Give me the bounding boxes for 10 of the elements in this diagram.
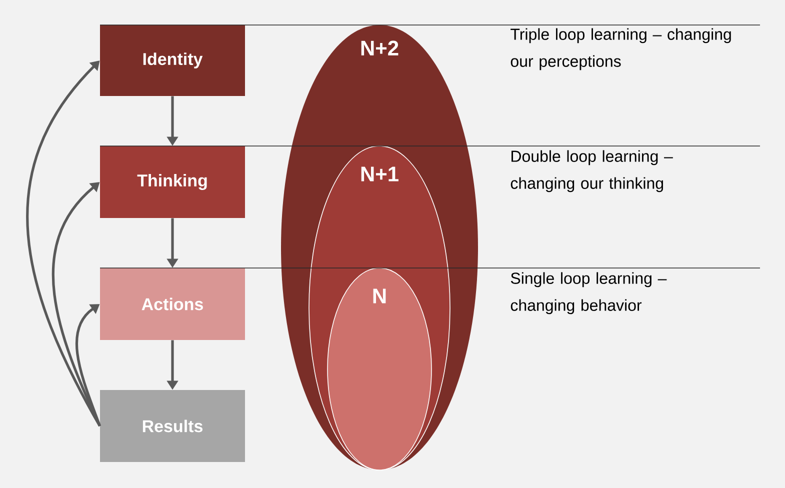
arrow: [52, 182, 101, 427]
process-box: Thinking: [100, 146, 245, 218]
process-box: Results: [100, 390, 245, 462]
note-text: Single loop learning – changing behavior: [510, 272, 667, 314]
process-box: Identity: [100, 25, 245, 96]
note-text: Triple loop learning – changing our perceptions: [510, 28, 731, 70]
arrow: [26, 60, 101, 427]
note-text: Double loop learning – changing our thinking: [510, 150, 673, 192]
arrow: [76, 304, 102, 426]
process-box: Actions: [100, 268, 245, 340]
